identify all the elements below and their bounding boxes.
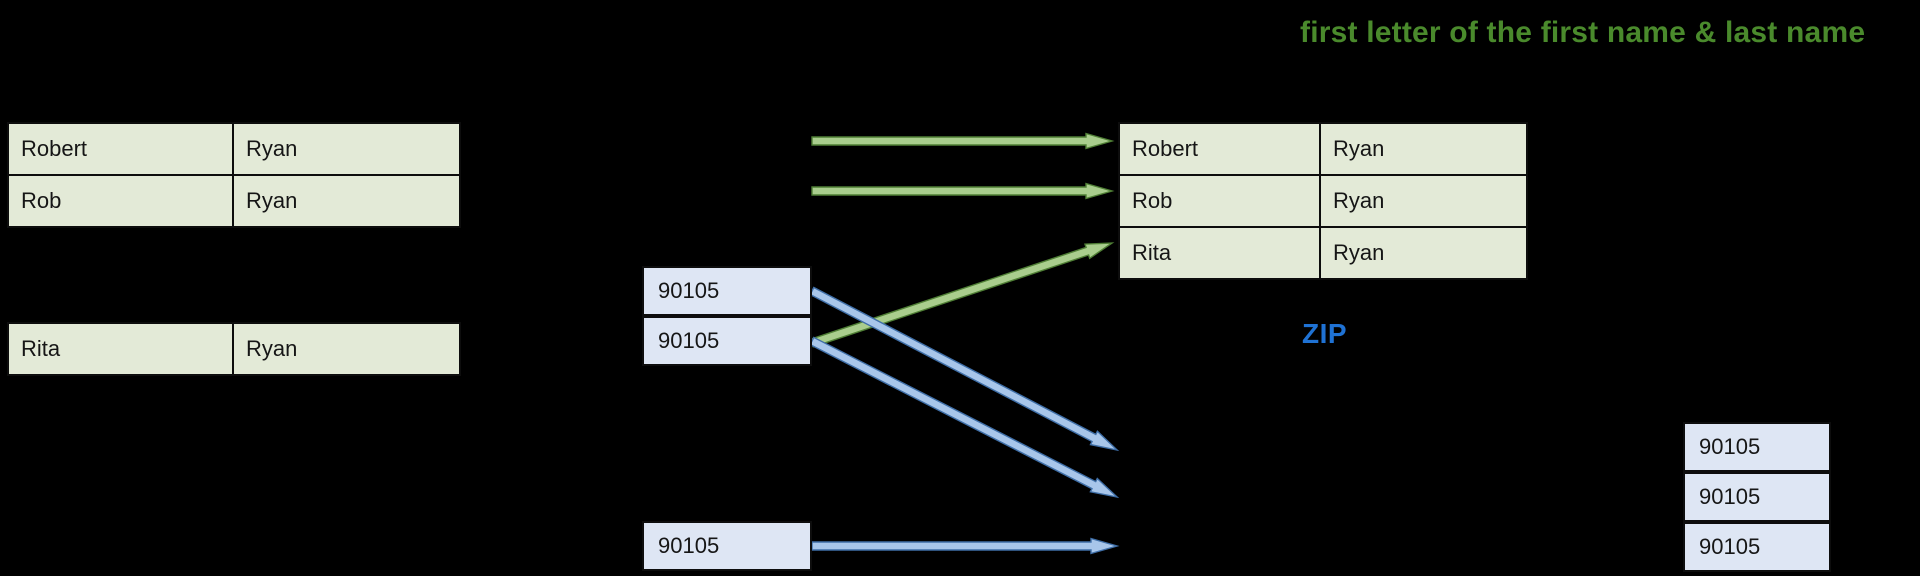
cell-first-name: Rita: [7, 322, 234, 376]
cell-first-name: Rob: [1118, 174, 1321, 228]
table-row: Rita Ryan: [7, 322, 461, 376]
source-zip-box: 90105: [642, 316, 812, 366]
zip-caption: ZIP: [1302, 318, 1348, 349]
cell-first-name: Robert: [7, 122, 234, 176]
cell-first-name: Rob: [7, 174, 234, 228]
table-row: Rob Ryan: [7, 174, 461, 228]
source-name-table-bottom: Rita Ryan: [7, 322, 461, 376]
table-row: Robert Ryan: [7, 122, 461, 176]
table-row: Rita Ryan: [1118, 226, 1528, 280]
cell-last-name: Ryan: [1319, 226, 1528, 280]
cell-last-name: Ryan: [1319, 122, 1528, 176]
target-name-table: Robert Ryan Rob Ryan Rita Ryan: [1118, 122, 1528, 280]
arrow-green-robert: [811, 132, 1115, 150]
source-zip-box: 90105: [642, 266, 812, 316]
cell-last-name: Ryan: [232, 322, 461, 376]
arrow-blue-zip-3: [811, 537, 1120, 555]
target-zip-box: 90105: [1683, 472, 1831, 522]
cell-last-name: Ryan: [1319, 174, 1528, 228]
arrow-blue-zip-2: [809, 336, 1120, 499]
source-zip-box: 90105: [642, 521, 812, 571]
cell-first-name: Rita: [1118, 226, 1321, 280]
source-name-table-top: Robert Ryan Rob Ryan: [7, 122, 461, 228]
table-row: Rob Ryan: [1118, 174, 1528, 228]
target-zip-box: 90105: [1683, 522, 1831, 572]
arrow-green-rita: [809, 242, 1115, 348]
table-row: Robert Ryan: [1118, 122, 1528, 176]
diagram-title: first letter of the first name & last na…: [1300, 16, 1866, 49]
cell-last-name: Ryan: [232, 174, 461, 228]
cell-last-name: Ryan: [232, 122, 461, 176]
cell-first-name: Robert: [1118, 122, 1321, 176]
target-zip-box: 90105: [1683, 422, 1831, 472]
arrow-blue-zip-1: [809, 286, 1120, 452]
arrow-green-rob: [811, 182, 1115, 200]
